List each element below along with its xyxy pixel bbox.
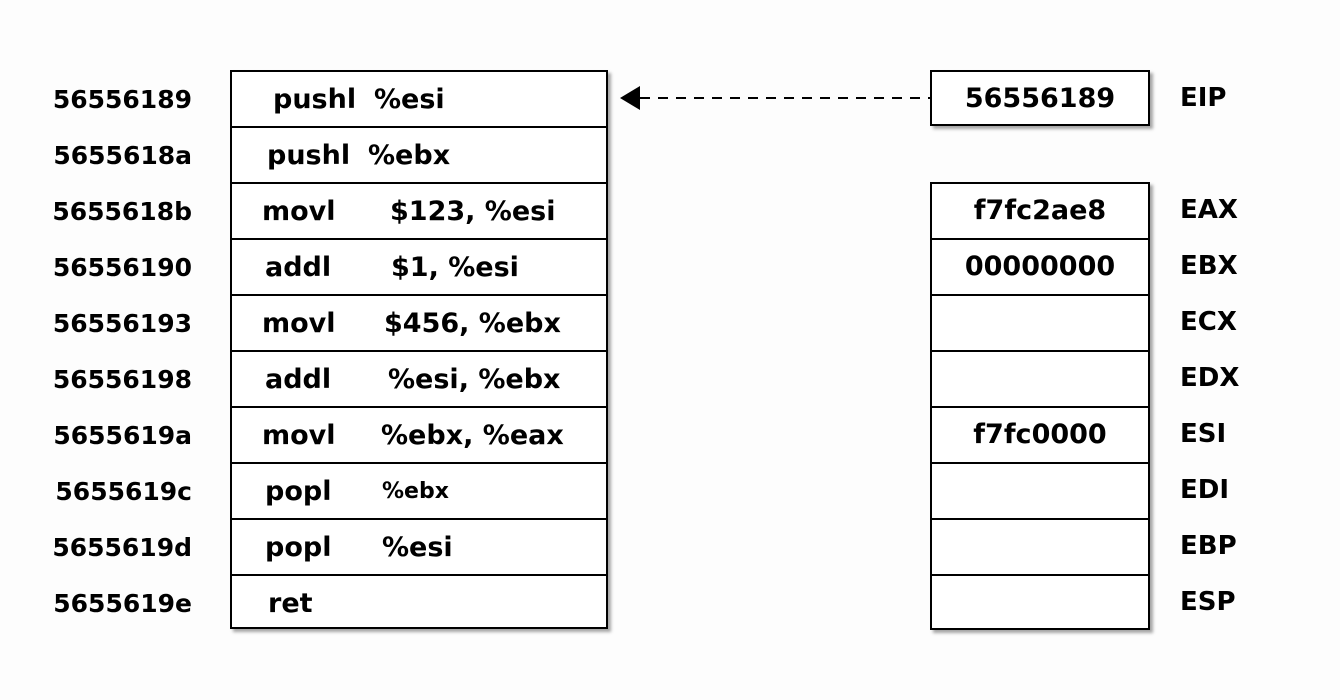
- instruction-operand: %esi: [374, 84, 445, 115]
- register-label-esi: ESI: [1180, 419, 1227, 449]
- instruction-address: 5655619e: [53, 589, 192, 618]
- instruction-operand: $456, %ebx: [384, 308, 561, 339]
- register-value-ebp: [932, 520, 1148, 576]
- instruction-address: 56556189: [52, 85, 192, 114]
- instruction-mnemonic: movl: [262, 308, 336, 339]
- register-value-edi: [932, 464, 1148, 520]
- eip-label: EIP: [1180, 83, 1227, 113]
- register-label-ebx: EBX: [1180, 251, 1238, 281]
- instruction-operand: $123, %esi: [390, 196, 556, 227]
- instruction-memory-table: 56556189 pushl %esi 5655618a pushl %ebx …: [52, 70, 608, 632]
- instruction-mnemonic: pushl: [267, 140, 351, 171]
- instruction-row: 5655619d popl %esi: [52, 520, 606, 576]
- instruction-operand: %ebx: [368, 140, 451, 171]
- register-value-eax: f7fc2ae8: [932, 184, 1148, 240]
- instruction-row: 5655619c popl %ebx: [55, 464, 606, 520]
- instruction-row: 56556198 addl %esi, %ebx: [53, 352, 606, 408]
- instruction-mnemonic: popl: [265, 532, 332, 563]
- register-label-edi: EDI: [1180, 475, 1230, 505]
- instruction-mnemonic: popl: [265, 476, 332, 507]
- register-file: f7fc2ae8 00000000 f7fc0000: [930, 182, 1150, 630]
- instruction-operand: %esi, %ebx: [388, 364, 561, 395]
- instruction-row: 5655618a pushl %ebx: [53, 128, 606, 184]
- instruction-mnemonic: pushl: [273, 84, 357, 115]
- eip-pointer-arrow: [620, 86, 930, 110]
- register-label-edx: EDX: [1180, 363, 1240, 393]
- instruction-operand: %esi: [382, 532, 453, 563]
- arrowhead-icon: [620, 86, 640, 110]
- instruction-address: 5655618a: [53, 141, 192, 170]
- instruction-address: 56556190: [52, 253, 192, 282]
- register-value-ebx: 00000000: [932, 240, 1148, 296]
- instruction-operand: %ebx: [382, 479, 449, 504]
- instruction-row: 56556190 addl $1, %esi: [53, 240, 606, 296]
- instruction-row: 56556189 pushl %esi: [53, 72, 606, 128]
- instruction-mnemonic: movl: [262, 196, 336, 227]
- register-value-edx: [932, 352, 1148, 408]
- eip-value: 56556189: [964, 83, 1116, 114]
- instruction-mnemonic: ret: [268, 588, 313, 619]
- eip-register-box: 56556189: [930, 70, 1150, 126]
- instruction-row: 5655619e ret: [53, 576, 606, 632]
- instruction-operand: $1, %esi: [391, 252, 519, 283]
- instruction-address: 5655618b: [52, 197, 192, 226]
- instruction-mnemonic: addl: [265, 252, 332, 283]
- register-label-ecx: ECX: [1180, 307, 1237, 337]
- register-value-esp: [932, 576, 1148, 632]
- instruction-address: 56556198: [52, 365, 192, 394]
- instruction-row: 56556193 movl $456, %ebx: [53, 296, 606, 352]
- instruction-address: 5655619d: [52, 533, 192, 562]
- instruction-address: 56556193: [52, 309, 192, 338]
- instruction-row: 5655618b movl $123, %esi: [52, 184, 606, 240]
- instruction-mnemonic: movl: [262, 420, 336, 451]
- register-label-ebp: EBP: [1180, 531, 1237, 561]
- register-value-ecx: [932, 296, 1148, 352]
- register-label-eax: EAX: [1180, 195, 1238, 225]
- register-label-esp: ESP: [1180, 587, 1236, 617]
- instruction-address: 5655619a: [53, 421, 192, 450]
- instruction-operand: %ebx, %eax: [381, 420, 564, 451]
- instruction-address: 5655619c: [55, 477, 192, 506]
- register-value-esi: f7fc0000: [932, 408, 1148, 464]
- instruction-row: 5655619a movl %ebx, %eax: [53, 408, 606, 464]
- instruction-mnemonic: addl: [265, 364, 332, 395]
